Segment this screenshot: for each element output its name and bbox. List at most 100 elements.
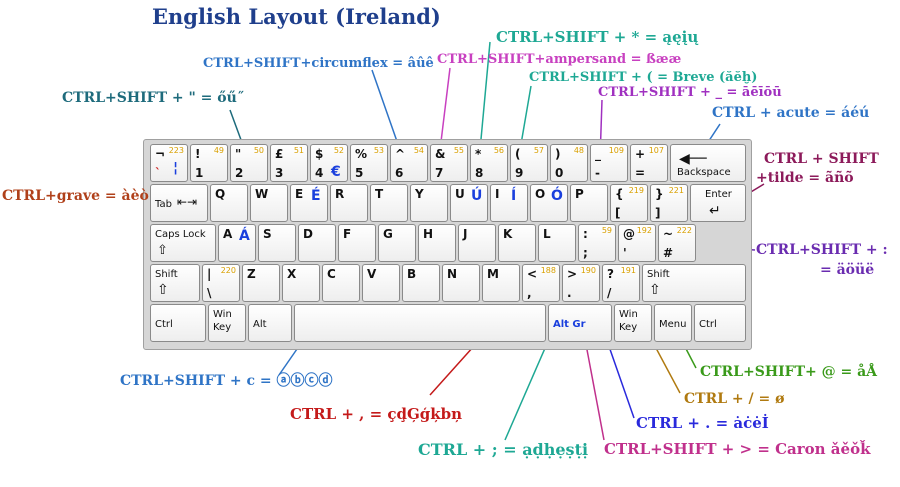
shift-arrow-icon: ⇧ [649, 282, 661, 298]
key-upper: F [343, 227, 352, 241]
key-g[interactable]: G [378, 224, 416, 262]
key-lower: \ [207, 286, 212, 300]
enter-arrow-icon: ↵ [709, 203, 721, 219]
key-hash[interactable]: ~#222 [658, 224, 696, 262]
key-minus[interactable]: _-109 [590, 144, 628, 182]
key-y[interactable]: Y [410, 184, 448, 222]
annotation-period: CTRL + . = ȧċėİ [636, 414, 769, 432]
key-capslock[interactable]: Caps Lock ⇧ [150, 224, 216, 262]
key-label: Caps Lock [155, 229, 206, 240]
key-shift-left[interactable]: Shift ⇧ [150, 264, 200, 302]
annotation-semicolon: CTRL + ; = ạḍḥẹṣṭị [418, 440, 589, 459]
key-altgr: É [311, 188, 321, 204]
key-semicolon[interactable]: :;59 [578, 224, 616, 262]
key-label: Key [213, 322, 232, 333]
key-bracket-right[interactable]: }]221 [650, 184, 688, 222]
key-shift-right[interactable]: Shift ⇧ [642, 264, 746, 302]
key-m[interactable]: M [482, 264, 520, 302]
key-upper: @ [623, 227, 635, 241]
key-code: 219 [628, 186, 644, 195]
key-upper: Q [215, 187, 226, 201]
key-upper: B [407, 267, 417, 281]
key-v[interactable]: V [362, 264, 400, 302]
key-upper: ? [607, 267, 614, 281]
key-t[interactable]: T [370, 184, 408, 222]
key-alt[interactable]: Alt [248, 304, 292, 342]
key-d[interactable]: D [298, 224, 336, 262]
key-q[interactable]: Q [210, 184, 248, 222]
key-z[interactable]: Z [242, 264, 280, 302]
key-x[interactable]: X [282, 264, 320, 302]
annotation-colon-line2: = äöüë [820, 262, 875, 278]
key-enter[interactable]: Enter ↵ [690, 184, 746, 222]
key-n[interactable]: N [442, 264, 480, 302]
key-k[interactable]: K [498, 224, 536, 262]
key-l[interactable]: L [538, 224, 576, 262]
key-apostrophe[interactable]: @'192 [618, 224, 656, 262]
key-upper: Z [247, 267, 256, 281]
key-win-left[interactable]: Win Key [208, 304, 246, 342]
key-altgr: Ó [551, 188, 563, 204]
annotation-c: CTRL+SHIFT + c = ⓐⓑⓒⓓ [120, 373, 333, 389]
key-code: 54 [413, 146, 424, 155]
key-comma[interactable]: <,188 [522, 264, 560, 302]
key-space[interactable] [294, 304, 546, 342]
key-backspace[interactable]: ◀── Backspace [670, 144, 746, 182]
key-r[interactable]: R [330, 184, 368, 222]
key-upper: L [543, 227, 551, 241]
key-upper: > [567, 267, 578, 281]
key-bracket-left[interactable]: {[219 [610, 184, 648, 222]
key-ctrl-left[interactable]: Ctrl [150, 304, 206, 342]
key-altgr[interactable]: Alt Gr [548, 304, 612, 342]
key-w[interactable]: W [250, 184, 288, 222]
key-period[interactable]: >.190 [562, 264, 600, 302]
key-upper: J [463, 227, 468, 241]
key-upper: ( [515, 147, 521, 161]
backspace-arrow-icon: ◀── [679, 151, 707, 167]
key-j[interactable]: J [458, 224, 496, 262]
key-b[interactable]: B [402, 264, 440, 302]
key-menu[interactable]: Menu [654, 304, 692, 342]
key-f[interactable]: F [338, 224, 376, 262]
key-upper: O [535, 187, 546, 201]
key-lower: 1 [195, 166, 204, 180]
key-lower: 6 [395, 166, 404, 180]
key-h[interactable]: H [418, 224, 456, 262]
key-slash[interactable]: ?/191 [602, 264, 640, 302]
key-upper: ) [555, 147, 561, 161]
key-code: 222 [676, 226, 692, 235]
key-equals[interactable]: +=107 [630, 144, 668, 182]
annotation-star: CTRL+SHIFT + * = ąęįų [496, 28, 699, 46]
key-code: 192 [636, 226, 652, 235]
key-upper: _ [595, 147, 601, 161]
key-tab[interactable]: Tab ⇤⇥ [150, 184, 208, 222]
key-win-right[interactable]: Win Key [614, 304, 652, 342]
key-lower: 3 [275, 166, 284, 180]
key-label: Backspace [677, 167, 731, 178]
key-c[interactable]: C [322, 264, 360, 302]
key-upper: : [583, 227, 588, 241]
key-upper: G [383, 227, 393, 241]
key-backtick[interactable]: ¬ ` 223 ¦ [150, 144, 188, 182]
key-backslash[interactable]: |\220 [202, 264, 240, 302]
key-ctrl-right[interactable]: Ctrl [694, 304, 746, 342]
key-s[interactable]: S [258, 224, 296, 262]
key-p[interactable]: P [570, 184, 608, 222]
annotation-comma: CTRL + , = çḑĢģķbņ [290, 405, 463, 423]
key-altgr: Á [239, 228, 250, 244]
